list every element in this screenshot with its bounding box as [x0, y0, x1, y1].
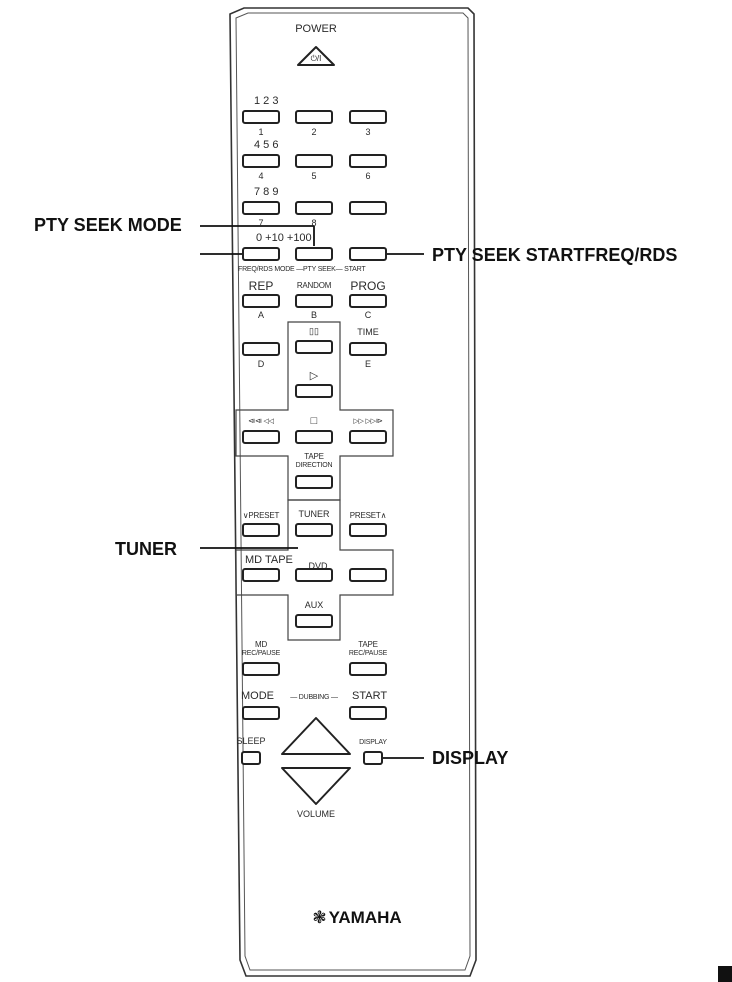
digit-7-button[interactable] — [242, 201, 280, 215]
time-button[interactable] — [349, 342, 387, 356]
sleep-button[interactable] — [241, 751, 261, 765]
prog-button[interactable] — [349, 294, 387, 308]
digit-1-label: 1 — [258, 127, 264, 137]
direction-label: DIRECTION — [295, 462, 333, 469]
power-button[interactable] — [297, 46, 335, 66]
b-label: B — [310, 310, 318, 320]
rep-button[interactable] — [242, 294, 280, 308]
pty-seek-mode-button[interactable] — [295, 247, 333, 261]
digit-row2-top-label: 4 5 6 — [254, 139, 279, 151]
yamaha-wordmark: YAMAHA — [328, 908, 402, 927]
callout-tuner: TUNER — [115, 539, 177, 559]
md-rec-pause-label: REC/PAUSE — [241, 650, 281, 657]
dubbing-mode-button[interactable] — [242, 706, 280, 720]
digit-8-label: 8 — [311, 218, 317, 228]
stop-button[interactable] — [295, 430, 333, 444]
preset-up-button[interactable] — [349, 523, 387, 537]
callout-pty-seek-start-freq-rds: PTY SEEK STARTFREQ/RDS — [432, 245, 678, 265]
prog-label: PROG — [350, 279, 386, 293]
digit-3-label: 3 — [365, 127, 371, 137]
d-label: D — [257, 359, 265, 369]
preset-down-button[interactable] — [242, 523, 280, 537]
rep-label: REP — [248, 279, 274, 293]
digit-4-label: 4 — [258, 171, 264, 181]
yamaha-tuning-fork-icon: ❃ — [312, 908, 327, 927]
digit-row3-top-label: 7 8 9 — [254, 186, 279, 198]
random-button[interactable] — [295, 294, 333, 308]
digit-5-button[interactable] — [295, 154, 333, 168]
volume-down-button[interactable] — [281, 767, 351, 805]
pause-icon: ▯▯ — [309, 326, 319, 336]
digit-5-label: 5 — [311, 171, 317, 181]
tape-rec-pause-button[interactable] — [349, 662, 387, 676]
dubbing-mode-label: MODE — [241, 690, 274, 702]
remote-body-outline-inner — [235, 12, 471, 971]
random-label: RANDOM — [296, 281, 332, 290]
digit-7-label: 7 — [258, 218, 264, 228]
digit-row4-top-label: 0 +10 +100 — [256, 232, 312, 244]
dvd-button[interactable] — [295, 568, 333, 582]
a-label: A — [257, 310, 265, 320]
freq-rds-mode-pty-seek-start-label: FREQ/RDS MODE —PTY SEEK— START — [238, 266, 366, 273]
digit-3-button[interactable] — [349, 110, 387, 124]
digit-9-button[interactable] — [349, 201, 387, 215]
dubbing-start-button[interactable] — [349, 706, 387, 720]
power-symbol: ⏻/I — [310, 54, 322, 63]
page-corner-mark — [718, 966, 732, 982]
digit-8-button[interactable] — [295, 201, 333, 215]
display-button[interactable] — [363, 751, 383, 765]
skip-forward-icon: ▷▷ ▷▷⧐ — [353, 418, 383, 425]
skip-back-icon: ⧏⧏ ◁◁ — [248, 418, 274, 425]
digit-2-label: 2 — [311, 127, 317, 137]
time-label: TIME — [357, 327, 379, 337]
md-rec-pause-button[interactable] — [242, 662, 280, 676]
display-label: DISPLAY — [359, 739, 387, 746]
play-icon: ▷ — [309, 370, 319, 382]
skip-back-button[interactable] — [242, 430, 280, 444]
digit-2-button[interactable] — [295, 110, 333, 124]
volume-label: VOLUME — [296, 809, 336, 819]
tuner-button[interactable] — [295, 523, 333, 537]
tape-rec-label: TAPE — [358, 640, 378, 649]
callout-display: DISPLAY — [432, 748, 509, 768]
source-cluster-outline — [235, 499, 394, 641]
c-label: C — [364, 310, 372, 320]
skip-forward-button[interactable] — [349, 430, 387, 444]
dvd-label: DVD — [308, 561, 328, 571]
md-tape-button[interactable] — [242, 568, 280, 582]
dubbing-label: — DUBBING — — [290, 694, 338, 701]
digit-1-button[interactable] — [242, 110, 280, 124]
pty-seek-start-button[interactable] — [349, 247, 387, 261]
dubbing-start-label: START — [352, 690, 388, 702]
tape-rec-pause-label: REC/PAUSE — [348, 650, 388, 657]
remote-body-outline — [229, 7, 477, 977]
sleep-label: SLEEP — [236, 736, 266, 746]
digit-6-button[interactable] — [349, 154, 387, 168]
aux-button[interactable] — [295, 614, 333, 628]
extra-source-button[interactable] — [349, 568, 387, 582]
d-button[interactable] — [242, 342, 280, 356]
stop-icon: □ — [310, 415, 318, 427]
yamaha-logo: ❃YAMAHA — [312, 908, 401, 928]
preset-down-label: ∨PRESET — [242, 511, 280, 520]
tape-label: TAPE — [304, 452, 324, 461]
volume-up-button[interactable] — [281, 717, 351, 755]
callout-pty-seek-mode: PTY SEEK MODE — [34, 215, 182, 235]
md-label: MD — [254, 640, 268, 649]
pause-button[interactable] — [295, 340, 333, 354]
e-label: E — [364, 359, 372, 369]
digit-4-button[interactable] — [242, 154, 280, 168]
preset-up-label: PRESET∧ — [349, 511, 387, 520]
tuner-label: TUNER — [298, 509, 330, 519]
freq-rds-button[interactable] — [242, 247, 280, 261]
digit-6-label: 6 — [365, 171, 371, 181]
md-tape-label: MD TAPE — [245, 554, 293, 566]
power-label: POWER — [295, 23, 337, 35]
digit-row1-top-label: 1 2 3 — [254, 95, 279, 107]
aux-label: AUX — [304, 600, 324, 610]
play-button[interactable] — [295, 384, 333, 398]
tape-direction-button[interactable] — [295, 475, 333, 489]
